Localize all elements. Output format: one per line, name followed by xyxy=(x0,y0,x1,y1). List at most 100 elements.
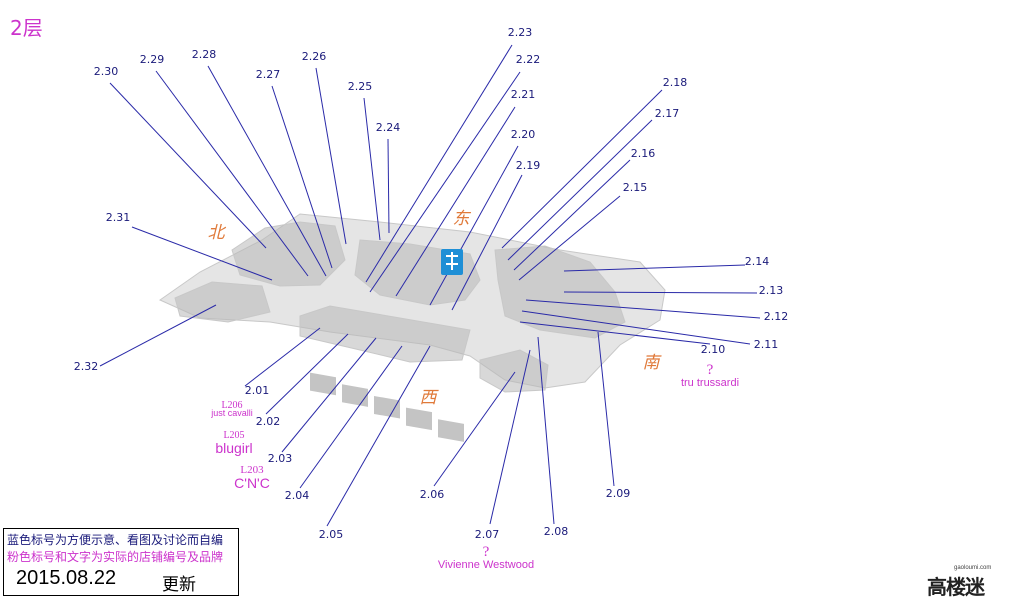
shop-number-label: 2.24 xyxy=(376,121,401,134)
brand-code: ? xyxy=(707,362,714,378)
leader-line xyxy=(363,97,381,241)
shop-number-label: 2.13 xyxy=(759,284,784,297)
leader-line xyxy=(433,371,516,487)
shop-number-label: 2.28 xyxy=(192,48,217,61)
shop-number-label: 2.17 xyxy=(655,107,680,120)
shop-number-label: 2.26 xyxy=(302,50,327,63)
direction-north: 北 xyxy=(208,223,227,243)
leader-line xyxy=(365,44,513,283)
shop-number-label: 2.02 xyxy=(256,415,281,428)
leader-line xyxy=(563,291,758,294)
watermark-logo: 高楼迷 xyxy=(927,575,985,599)
footprint-part xyxy=(231,221,346,287)
shop-number-label: 2.05 xyxy=(319,528,344,541)
shop-number-label: 2.14 xyxy=(745,255,770,268)
leader-line xyxy=(155,70,309,277)
shop-number-label: 2.15 xyxy=(623,181,648,194)
leader-line xyxy=(507,119,653,261)
leader-line xyxy=(489,349,531,525)
leader-line xyxy=(109,82,267,249)
brand-code: ? xyxy=(483,544,490,560)
brand-name: C'N'C xyxy=(234,475,270,491)
shop-number-label: 2.11 xyxy=(754,338,779,351)
leader-line xyxy=(387,138,390,234)
footprint-part xyxy=(174,281,271,323)
leader-line xyxy=(429,145,519,306)
brand-name: blugirl xyxy=(215,440,252,456)
footprint-part xyxy=(494,245,626,339)
brand-code: L206 xyxy=(221,400,242,411)
shop-number-label: 2.30 xyxy=(94,65,119,78)
leader-line xyxy=(369,71,521,293)
leader-line xyxy=(207,65,327,277)
shop-number-label: 2.29 xyxy=(140,53,165,66)
leader-line xyxy=(281,337,377,453)
leader-line xyxy=(315,67,347,245)
leader-line xyxy=(271,85,333,269)
brand-code: L203 xyxy=(240,464,264,476)
shop-unit xyxy=(374,395,400,419)
legend-box: 蓝色标号为方便示意、看图及讨论而自编 粉色标号和文字为实际的店铺编号及品牌 20… xyxy=(3,528,239,596)
brand-name: just cavalli xyxy=(210,408,253,418)
shop-number-label: 2.23 xyxy=(508,26,533,39)
brand-name: Vivienne Westwood xyxy=(438,559,534,571)
shop-number-label: 2.27 xyxy=(256,68,281,81)
legend-pink-note: 粉色标号和文字为实际的店铺编号及品牌 xyxy=(7,550,224,564)
direction-east: 东 xyxy=(453,209,472,229)
shop-number-label: 2.03 xyxy=(268,452,293,465)
leader-line xyxy=(513,159,631,271)
shop-number-label: 2.22 xyxy=(516,53,541,66)
leader-line xyxy=(265,333,349,415)
leader-line xyxy=(326,345,431,527)
floor-title: 2层 xyxy=(10,16,43,40)
leader-lines xyxy=(99,44,761,527)
shop-number-label: 2.08 xyxy=(544,525,569,538)
shop-number-label: 2.25 xyxy=(348,80,373,93)
brand-code: L205 xyxy=(223,430,244,441)
footprint-part xyxy=(479,349,549,393)
shop-number-label: 2.07 xyxy=(475,528,500,541)
shop-number-label: 2.21 xyxy=(511,88,536,101)
shop-number-label: 2.04 xyxy=(285,489,310,502)
site-watermark: gaoloumi.com 高楼迷 xyxy=(927,565,1003,599)
shop-number-label: 2.20 xyxy=(511,128,536,141)
direction-south: 南 xyxy=(643,353,663,373)
leader-line xyxy=(451,174,523,311)
shop-number-label: 2.19 xyxy=(516,159,541,172)
marker-glyph xyxy=(446,252,458,270)
shop-number-label: 2.16 xyxy=(631,147,656,160)
leader-line xyxy=(537,336,555,525)
shop-number-label: 2.31 xyxy=(106,211,131,224)
leader-line xyxy=(395,106,516,297)
leader-line xyxy=(131,226,273,281)
brand-name: tru trussardi xyxy=(681,377,739,389)
update-label: 更新 xyxy=(162,575,196,595)
shop-unit xyxy=(342,384,368,407)
shop-unit xyxy=(406,407,432,431)
leader-line xyxy=(597,331,615,487)
direction-west: 西 xyxy=(420,388,440,408)
shop-unit xyxy=(438,419,464,442)
skating-rink-icon xyxy=(441,249,463,275)
leader-line xyxy=(519,321,711,345)
shop-number-label: 2.01 xyxy=(245,384,270,397)
shop-number-label: 2.06 xyxy=(420,488,445,501)
leader-line xyxy=(99,304,217,367)
shop-number-label: 2.18 xyxy=(663,76,688,89)
leader-line xyxy=(563,264,746,272)
footprint-part xyxy=(299,305,471,363)
shop-number-label: 2.12 xyxy=(764,310,789,323)
leader-line xyxy=(518,195,621,281)
direction-labels: 北 东南西 xyxy=(208,209,663,408)
watermark-url: gaoloumi.com xyxy=(954,565,992,571)
legend-blue-note: 蓝色标号为方便示意、看图及讨论而自编 xyxy=(7,533,224,547)
leader-line xyxy=(521,310,751,345)
leader-line xyxy=(299,345,403,489)
shop-unit xyxy=(310,372,336,396)
leader-line xyxy=(501,89,663,249)
leader-line xyxy=(525,299,761,319)
